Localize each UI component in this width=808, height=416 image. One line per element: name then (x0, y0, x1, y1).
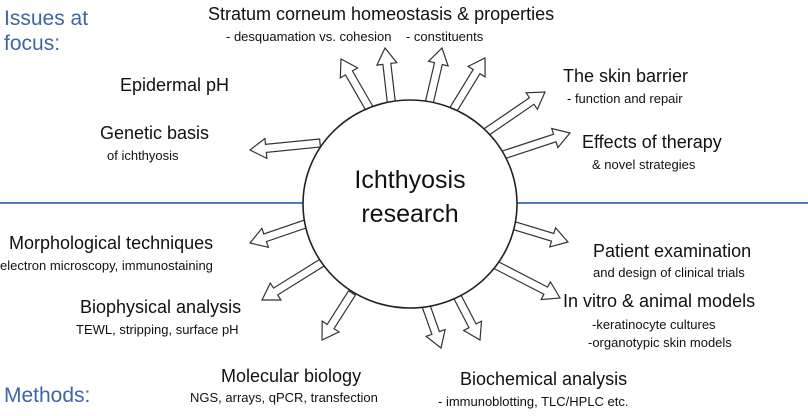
issues-label-line2: focus: (4, 32, 61, 55)
arrow-to-effects-lower (495, 127, 572, 162)
center-title-line2: research (361, 200, 459, 228)
method-biophysical-sub: TEWL, stripping, surface pH (76, 322, 239, 337)
arrow-to-skin-barrier (445, 57, 486, 118)
issue-stratum-corneum-title: Stratum corneum homeostasis & properties (208, 4, 555, 24)
method-in-vitro-title: In vitro & animal models (563, 291, 756, 311)
issue-epidermal-ph-title: Epidermal pH (120, 75, 230, 95)
arrow-to-biochemical-right (452, 293, 483, 341)
method-biochemical-title: Biochemical analysis (460, 369, 628, 389)
method-morphological-title: Morphological techniques (9, 233, 214, 253)
arrow-to-molecular (321, 289, 357, 341)
issue-skin-barrier-sub: - function and repair (567, 91, 683, 106)
method-biophysical-title: Biophysical analysis (80, 297, 242, 317)
issue-genetic-basis-sub: of ichthyosis (107, 148, 179, 163)
arrow-to-biochemical-left (420, 300, 446, 350)
issues-label-line1: Issues at (4, 7, 89, 30)
center-ellipse (302, 99, 518, 309)
arrow-to-stratum-corneum-right (423, 46, 450, 110)
method-molecular-title: Molecular biology (221, 366, 362, 386)
arrow-to-stratum-corneum-left (375, 46, 398, 110)
issue-therapy-sub: & novel strategies (592, 157, 696, 172)
center-title-line1: Ichthyosis (354, 166, 466, 194)
arrow-to-biophysical (261, 257, 326, 301)
method-patient-exam-title: Patient examination (593, 241, 752, 261)
arrow-to-in-vitro (489, 258, 562, 301)
method-patient-exam-sub: and design of clinical trials (593, 265, 745, 280)
method-morphological-sub: electron microscopy, immunostaining (0, 258, 213, 273)
method-in-vitro-sub1: -keratinocyte cultures (592, 317, 716, 332)
arrow-to-epidermal-ph (339, 58, 377, 116)
issue-therapy-title: Effects of therapy (582, 132, 722, 152)
methods-label: Methods: (4, 384, 91, 407)
method-in-vitro-sub2: -organotypic skin models (588, 335, 732, 350)
issue-stratum-corneum-sub: - desquamation vs. cohesion - constituen… (226, 29, 484, 44)
issue-genetic-basis-title: Genetic basis (100, 123, 210, 143)
method-biochemical-sub: - immunoblotting, TLC/HPLC etc. (438, 394, 629, 409)
issue-skin-barrier-title: The skin barrier (563, 66, 689, 86)
method-molecular-sub: NGS, arrays, qPCR, transfection (190, 390, 378, 405)
arrows-group (248, 46, 572, 350)
arrow-to-effects-upper (481, 91, 546, 138)
arrow-to-genetic-basis (248, 137, 322, 160)
